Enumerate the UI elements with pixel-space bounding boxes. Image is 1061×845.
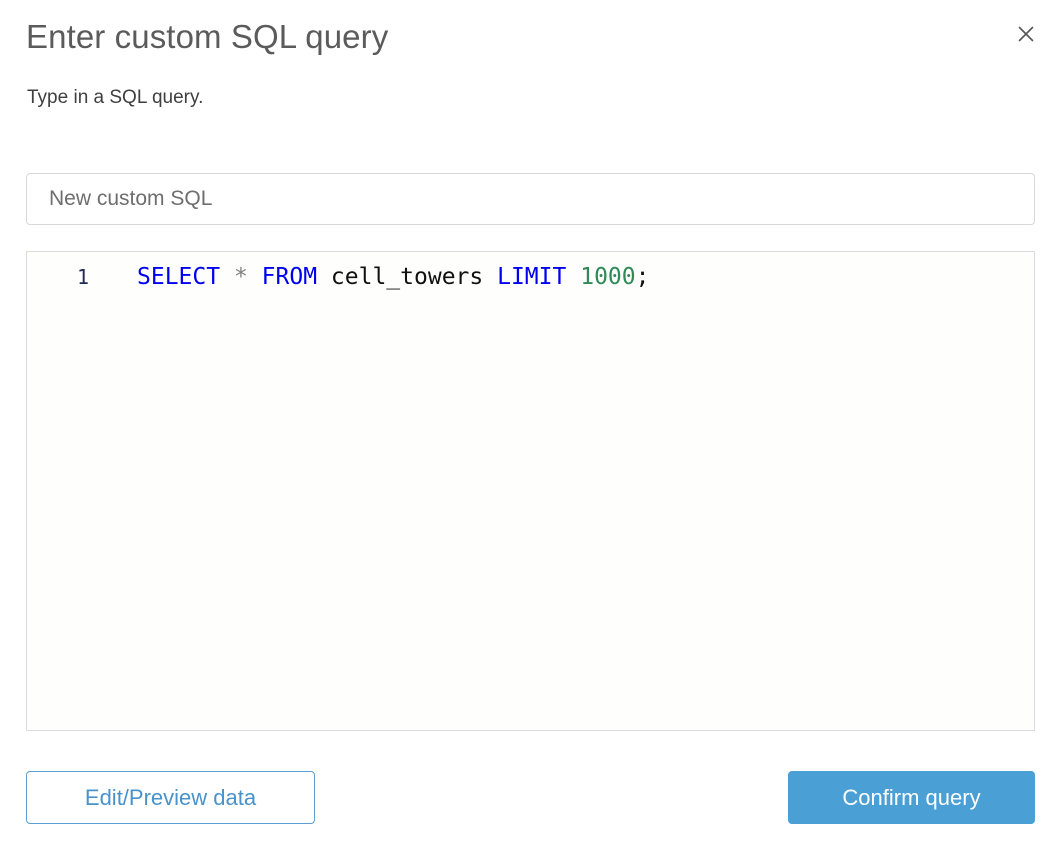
sql-token-plain [220,264,234,290]
sql-name-input[interactable] [26,173,1035,225]
sql-token-plain [483,264,497,290]
dialog-subtitle: Type in a SQL query. [27,87,204,108]
code-text[interactable]: SELECT * FROM cell_towers LIMIT 1000; [89,264,649,290]
line-number: 1 [76,265,89,289]
sql-token-keyword: FROM [261,264,318,290]
sql-token-operator: * [233,264,248,290]
sql-token-punct: ; [635,264,650,290]
close-icon[interactable] [1006,14,1046,54]
code-line: 1 SELECT * FROM cell_towers LIMIT 1000; [27,252,1034,290]
sql-token-keyword: LIMIT [497,264,567,290]
sql-token-identifier: cell_towers [330,264,484,290]
sql-code-editor[interactable]: 1 SELECT * FROM cell_towers LIMIT 1000; [26,251,1035,731]
sql-token-plain [248,264,262,290]
sql-token-number: 1000 [580,264,636,290]
sql-token-plain [317,264,331,290]
sql-token-plain [566,264,580,290]
confirm-query-button[interactable]: Confirm query [788,771,1035,824]
page-title: Enter custom SQL query [26,18,389,55]
sql-token-keyword: SELECT [137,264,221,290]
edit-preview-data-button[interactable]: Edit/Preview data [26,771,315,824]
